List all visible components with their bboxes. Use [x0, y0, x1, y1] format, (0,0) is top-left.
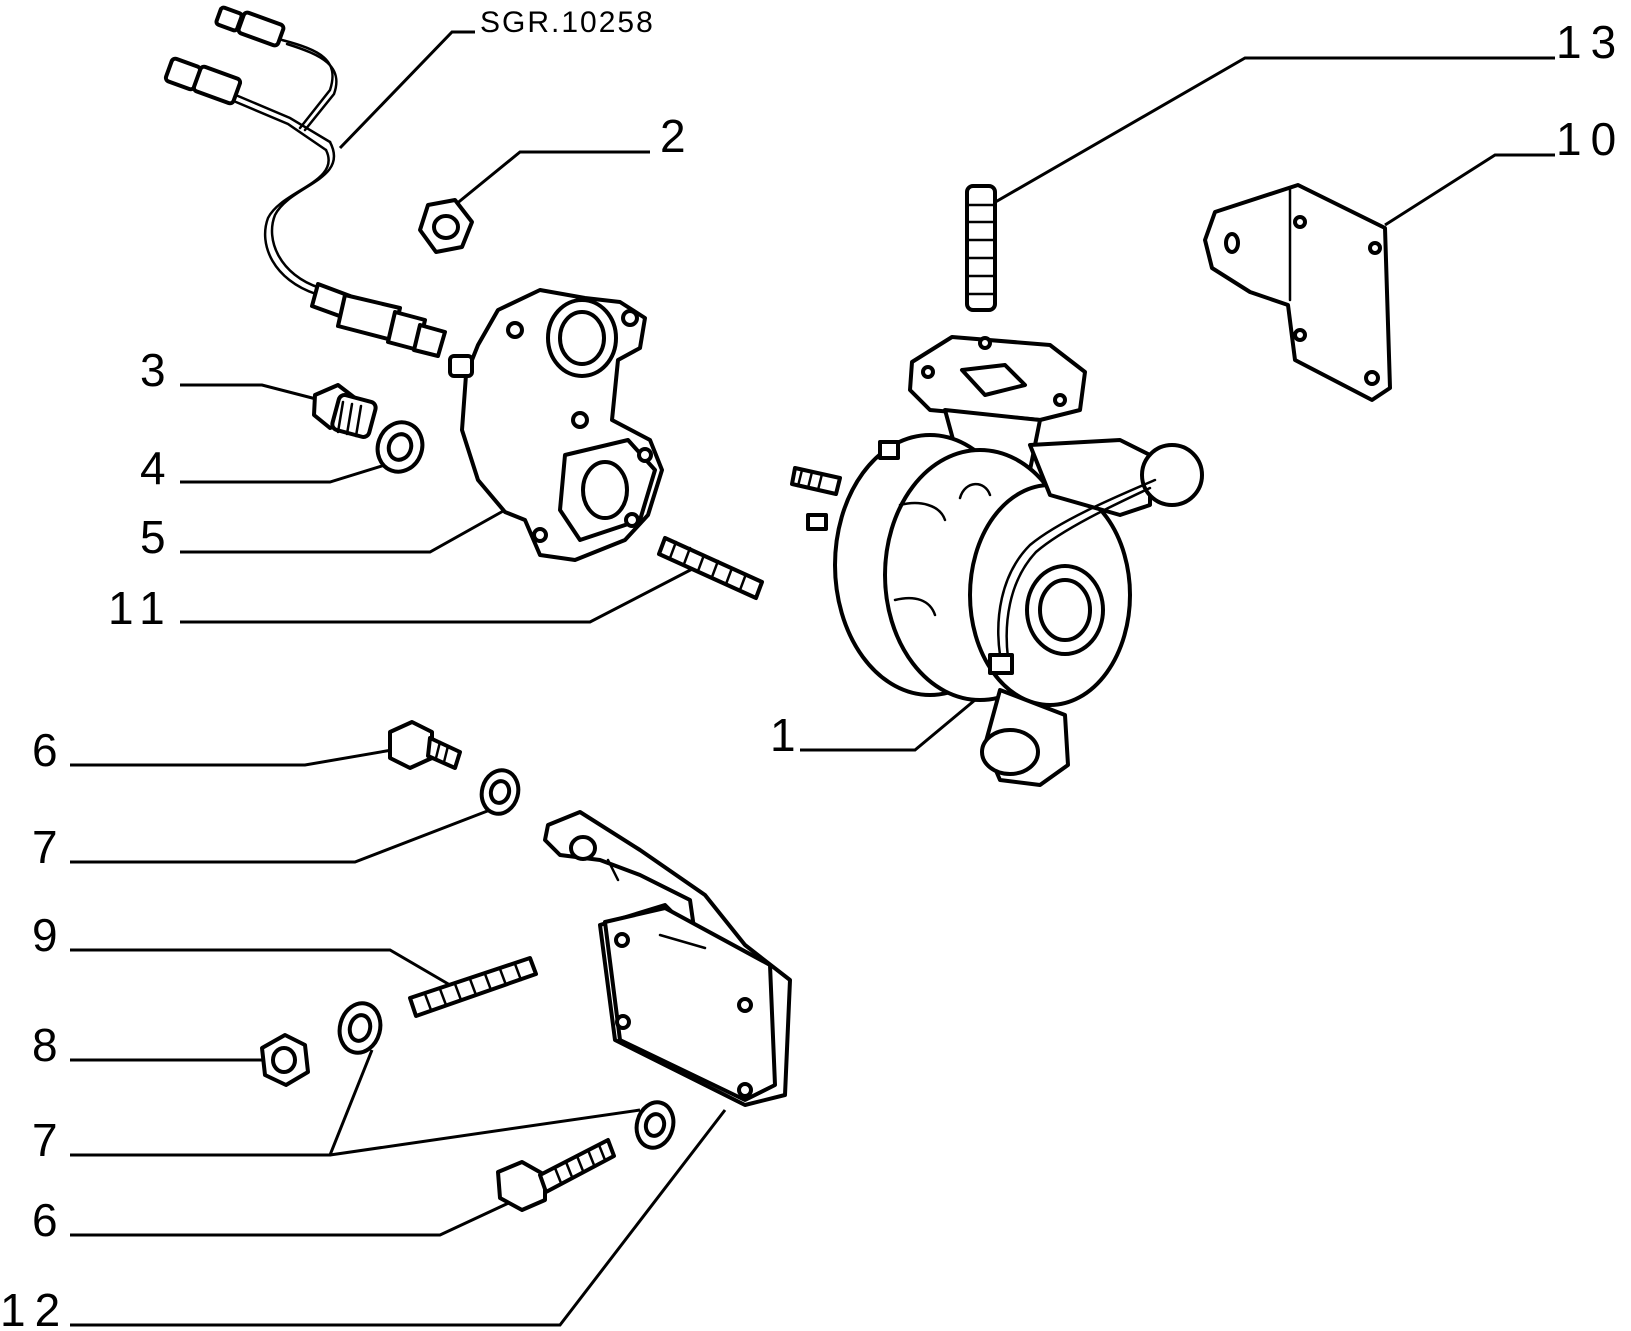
reference-code: SGR.10258	[480, 6, 655, 39]
washer-7a	[479, 768, 521, 816]
leader-7b	[70, 1049, 374, 1157]
callout-9: 9	[32, 909, 67, 961]
manifold-5	[448, 288, 664, 562]
support-bracket-12	[543, 810, 792, 1107]
leader-11	[180, 563, 701, 624]
bolt-6a	[388, 720, 462, 770]
washer-7b	[337, 1001, 383, 1055]
callout-11: 11	[108, 582, 174, 634]
bolt-6b	[496, 1138, 616, 1212]
callout-10: 10	[1556, 113, 1625, 165]
leader-7a	[70, 808, 491, 864]
plug-3	[312, 383, 378, 439]
leader-4	[180, 463, 386, 484]
bracket-10	[1203, 183, 1392, 402]
callout-13: 13	[1556, 16, 1625, 68]
callout-4: 4	[140, 442, 175, 494]
leader-lines	[70, 30, 1555, 1327]
turbocharger-1	[790, 335, 1204, 787]
leader-sensor	[338, 30, 475, 150]
leader-6a	[70, 748, 393, 767]
leader-5	[180, 508, 506, 554]
nut-8	[260, 1033, 310, 1087]
callout-8: 8	[32, 1019, 67, 1071]
washer-7c	[634, 1100, 676, 1150]
leader-6b	[70, 1198, 516, 1237]
callout-labels: 1 2 3 4 5 6 7 9 8 7 6 10 11 12 13	[0, 16, 1625, 1331]
stud-11	[657, 536, 764, 600]
callout-7a: 7	[32, 821, 67, 873]
washer-4	[375, 420, 425, 474]
callout-6b: 6	[32, 1194, 67, 1246]
leader-2	[454, 150, 650, 207]
oxygen-sensor	[163, 5, 447, 358]
leader-10	[1384, 153, 1555, 227]
stud-13	[965, 184, 997, 312]
callout-1: 1	[770, 709, 805, 761]
callout-2: 2	[660, 110, 695, 162]
leader-7c	[329, 1108, 641, 1157]
callout-12: 12	[0, 1284, 69, 1331]
leader-1	[800, 698, 976, 752]
leader-12	[70, 1109, 727, 1327]
leader-9	[70, 948, 451, 987]
callout-5: 5	[140, 511, 175, 563]
leader-13	[984, 56, 1555, 210]
nut-2	[418, 198, 474, 254]
leader-3	[180, 383, 321, 402]
callout-3: 3	[140, 344, 175, 396]
stud-9	[408, 956, 538, 1018]
callout-6a: 6	[32, 724, 67, 776]
callout-7b: 7	[32, 1114, 67, 1166]
